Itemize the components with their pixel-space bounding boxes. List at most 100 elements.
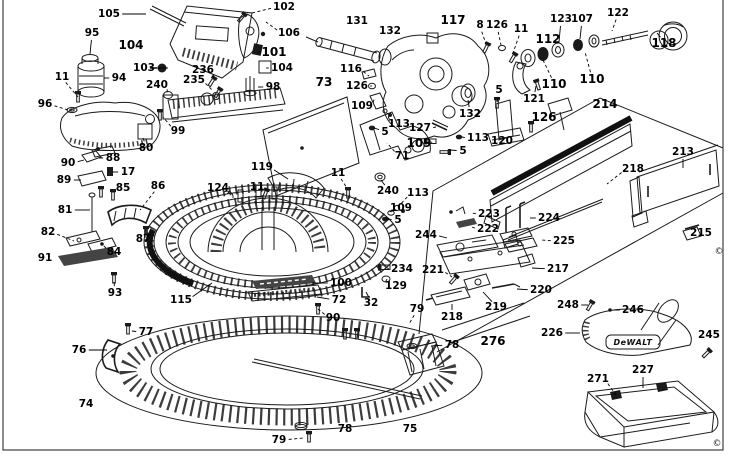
part-label-89: 89 <box>57 174 72 186</box>
leader-line-127 <box>433 126 437 129</box>
cylinder-109-a <box>369 92 392 117</box>
leader-line-219 <box>482 291 493 303</box>
leader-line-220 <box>516 288 528 291</box>
leader-line-244 <box>438 235 448 239</box>
dust-chute-226: DeWALT <box>581 299 692 356</box>
clip-271-b <box>656 382 668 392</box>
part-label-117: 117 <box>440 13 465 27</box>
part-label-120: 120 <box>491 135 513 147</box>
clamp-218 <box>425 286 471 306</box>
leader-line-78 <box>430 344 443 347</box>
part-label-113: 113 <box>467 132 489 144</box>
leader-line-87 <box>144 228 147 233</box>
part-label-93: 93 <box>108 287 123 299</box>
part-label-113: 113 <box>407 187 429 199</box>
screw-90-b <box>314 302 322 315</box>
screw-245 <box>700 346 714 360</box>
rod-220 <box>491 283 521 289</box>
brand-logo-text: DeWALT <box>613 338 652 347</box>
part-label-81: 81 <box>58 204 73 216</box>
part-label-74: 74 <box>79 398 94 410</box>
leader-line-115 <box>192 282 213 298</box>
part-label-88: 88 <box>106 152 121 164</box>
leader-line-132 <box>467 99 470 108</box>
leader-line-109 <box>372 98 375 103</box>
arm-cover-104 <box>169 5 253 79</box>
part-label-220: 220 <box>530 284 552 296</box>
screw-93 <box>110 271 118 284</box>
leader-line-236 <box>212 74 215 80</box>
base-74 <box>95 302 531 431</box>
brush-cap-95 <box>81 54 99 64</box>
part-label-118: 118 <box>651 36 676 50</box>
bracket-217 <box>439 239 536 275</box>
part-label-102: 102 <box>273 1 295 13</box>
screw-221 <box>447 272 461 286</box>
callout-labels: 1051029510410610394119623623524099801011… <box>38 1 720 446</box>
leader-line-102 <box>251 7 272 14</box>
part-label-5: 5 <box>459 145 466 157</box>
part-label-109: 109 <box>351 100 373 112</box>
part-label-73: 73 <box>316 75 333 89</box>
part-label-75: 75 <box>403 423 418 435</box>
part-label-96: 96 <box>38 98 53 110</box>
leader-line-225 <box>540 239 551 242</box>
leader-line-99 <box>162 116 172 127</box>
part-label-79: 79 <box>410 303 425 315</box>
part-label-11: 11 <box>331 167 346 179</box>
leader-line-72 <box>316 296 330 300</box>
part-label-11: 11 <box>55 71 70 83</box>
rod-105 <box>149 5 187 27</box>
part-label-11: 11 <box>514 23 529 35</box>
part-label-246: 246 <box>622 304 644 316</box>
rail-bracket <box>162 87 286 123</box>
plate-82-84 <box>65 230 117 253</box>
part-label-104: 104 <box>118 38 143 52</box>
part-label-78: 78 <box>338 423 353 435</box>
leader-line-79 <box>288 437 304 440</box>
part-label-244: 244 <box>415 229 437 241</box>
leader-line-234 <box>386 267 389 269</box>
leader-line-106 <box>265 21 278 31</box>
part-label-17: 17 <box>121 166 136 178</box>
part-label-91: 91 <box>38 252 53 264</box>
motor-assembly-117 <box>380 32 490 140</box>
part-label-94: 94 <box>112 72 127 84</box>
leader-line-5 <box>373 127 380 131</box>
part-label-217: 217 <box>547 263 569 275</box>
part-label-240: 240 <box>146 79 168 91</box>
part-label-103: 103 <box>133 62 155 74</box>
sliding-fence-213 <box>629 144 720 228</box>
part-label-84: 84 <box>107 246 122 258</box>
leader-line-90 <box>77 159 85 163</box>
leader-line-113 <box>386 112 390 120</box>
part-label-221: 221 <box>422 264 444 276</box>
part-label-222: 222 <box>477 223 499 235</box>
part-label-11: 11 <box>250 181 265 193</box>
part-label-248: 248 <box>557 299 579 311</box>
kerf-strip-100 <box>252 275 316 289</box>
part-label-126: 126 <box>531 110 556 124</box>
plate-222 <box>456 218 477 228</box>
part-label-223: 223 <box>478 208 500 220</box>
part-label-127: 127 <box>409 122 431 134</box>
leader-line-122 <box>611 19 617 32</box>
panel-73 <box>262 96 360 197</box>
part-label-132: 132 <box>379 25 401 37</box>
leader-line-86 <box>139 191 155 211</box>
part-label-90: 90 <box>326 312 341 324</box>
part-label-71: 71 <box>395 150 410 162</box>
part-label-236: 236 <box>192 64 214 76</box>
part-label-123: 123 <box>550 13 572 25</box>
flange-76 <box>101 339 122 374</box>
part-label-131: 131 <box>346 15 368 27</box>
part-label-80: 80 <box>139 142 154 154</box>
ring-132-a <box>378 48 392 66</box>
plate-91 <box>58 247 118 266</box>
leader-line-121 <box>534 85 537 93</box>
part-label-219: 219 <box>485 301 507 313</box>
bracket-126-b <box>547 97 573 131</box>
